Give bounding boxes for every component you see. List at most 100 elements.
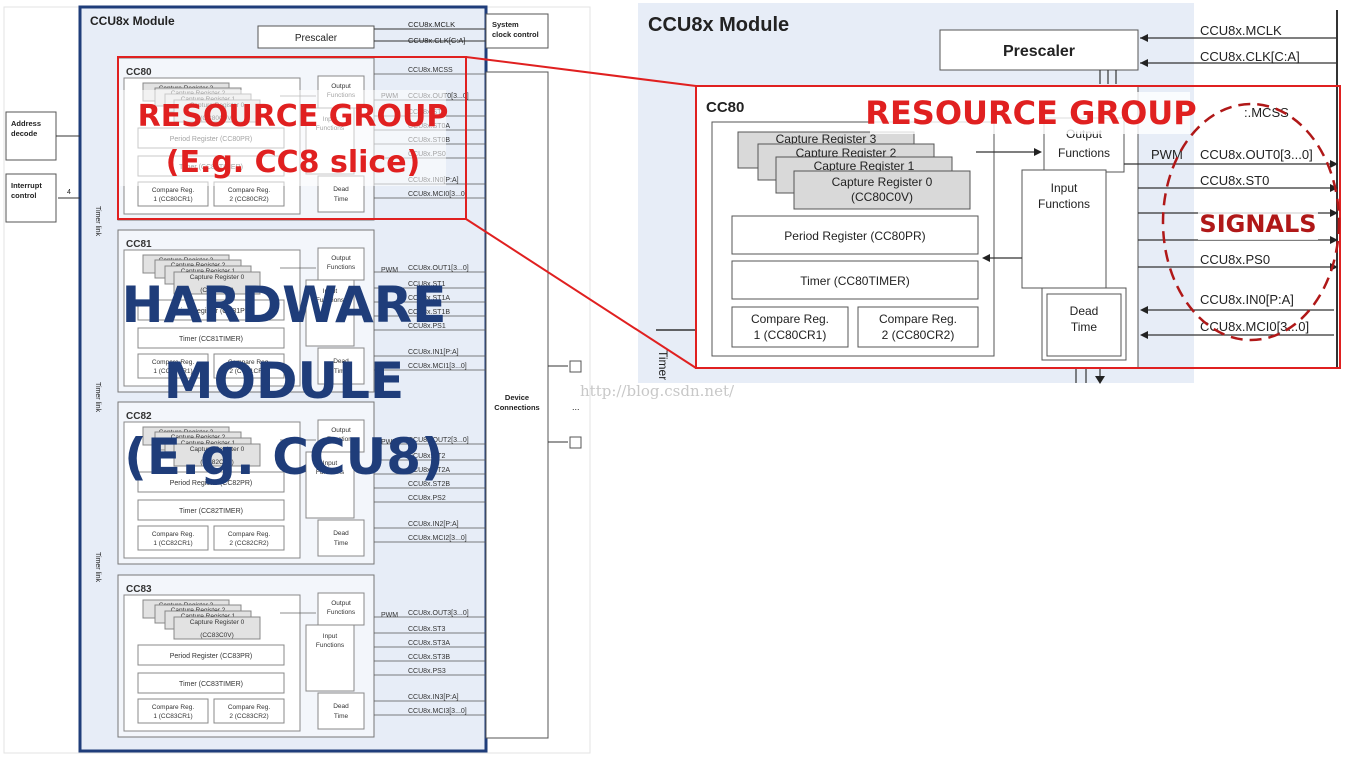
compare-reg-1-box <box>137 525 209 551</box>
resource-group-label-right: RESOURCE GROUP <box>865 94 1196 132</box>
compare-reg-2-label: 2 (CC83CR2) <box>229 713 268 720</box>
compare-reg-2-label: 2 (CC80CR2) <box>229 196 268 203</box>
period-register-label: Period Register (CC81PR) <box>170 308 252 315</box>
zoom-pwm-label: PWM <box>1151 147 1183 162</box>
timer-label: Timer (CC81TIMER) <box>179 336 243 343</box>
device-connections-label: Connections <box>494 403 539 412</box>
pwm-label: PWM <box>381 439 398 446</box>
zoom-signal: CCU8x.OUT0[3...0] <box>1200 147 1313 162</box>
hardware-module-label: HARDWARE <box>122 276 447 334</box>
zoom-connector-line <box>465 56 697 87</box>
right-diagram: CCU8x Module Prescaler CCU8x.MCLK CCU8x.… <box>638 3 1344 384</box>
compare-reg-2-label: 2 (CC82CR2) <box>229 540 268 547</box>
zoom-compare-reg-2: Compare Reg. <box>879 312 957 326</box>
compare-reg-1-label: Compare Reg. <box>152 187 194 194</box>
zoom-clock-signal: CCU8x.CLK[C:A] <box>1200 49 1300 64</box>
zoom-compare-reg-1: Compare Reg. <box>751 312 829 326</box>
hardware-module-example: (E.g. CCU8) <box>124 428 444 486</box>
clock-signal: CCU8x.MCLK <box>408 20 455 29</box>
zoom-connector-line <box>465 218 697 369</box>
signal-label: CCU8x.IN3[P:A] <box>408 694 459 701</box>
signal-label: CCU8x.PS3 <box>408 668 446 675</box>
timer-label: Timer (CC82TIMER) <box>179 508 243 515</box>
prescaler-label: Prescaler <box>295 33 338 44</box>
capture-register-box <box>173 616 261 640</box>
input-functions-label: Input <box>323 460 338 467</box>
compare-reg-2-label: 2 (CC81CR2) <box>229 368 268 375</box>
zoom-prescaler-label: Prescaler <box>1003 43 1075 60</box>
capture-register-label: Capture Register 0 <box>190 446 245 453</box>
signal-label: CCU8x.MCI1[3...0] <box>408 363 467 370</box>
signal-label: CCU8x.IN2[P:A] <box>408 521 459 528</box>
compare-reg-1-box <box>137 353 209 379</box>
signal-label: CCU8x.IN1[P:A] <box>408 349 459 356</box>
pwm-label: PWM <box>381 267 398 274</box>
capture-register-label: (CC83C0V) <box>200 632 234 639</box>
zoom-clock-signal: CCU8x.MCLK <box>1200 23 1282 38</box>
signal-label: CCU8x.MCI2[3...0] <box>408 535 467 542</box>
signal-label: CCU8x.ST3B <box>408 654 450 661</box>
timer-link-label: Timer link <box>94 382 101 413</box>
compare-reg-2-label: Compare Reg. <box>228 187 270 194</box>
period-register-label: Period Register (CC82PR) <box>170 480 252 487</box>
capture-register-label: Capture Register 0 <box>190 619 245 626</box>
input-functions-box <box>305 279 355 347</box>
capture-register-label: (CC82C0V) <box>200 459 234 466</box>
timer-box <box>137 499 285 521</box>
dead-time-label: Time <box>334 713 349 720</box>
signal-label: CCU8x.ST2A <box>408 467 450 474</box>
capture-register-label: (CC81C0V) <box>200 287 234 294</box>
signal-label: CCU8x.OUT3[3...0] <box>408 610 469 617</box>
interrupt-control-label: control <box>11 191 36 200</box>
zoom-signal: CCU8x.MCI0[3...0] <box>1200 319 1309 334</box>
zoom-input-functions: Input <box>1051 181 1078 195</box>
zoom-module-title: CCU8x Module <box>648 14 789 36</box>
period-register-box <box>137 471 285 493</box>
zoom-timer-link: Timer <box>656 350 670 380</box>
address-decode-label: Address <box>11 119 41 128</box>
interrupt-control-label: Interrupt <box>11 181 42 190</box>
dead-time-box <box>317 347 365 385</box>
compare-reg-1-label: Compare Reg. <box>152 359 194 366</box>
signal-label: CCU8x.MCI0[3...0] <box>408 191 467 198</box>
interrupt-count: 4 <box>67 189 71 196</box>
input-functions-label: Input <box>323 633 338 640</box>
annotations: RESOURCE GROUP (E.g. CC8 slice) RESOURCE… <box>117 56 1341 486</box>
zoom-compare-reg-1: 1 (CC80CR1) <box>754 328 827 342</box>
compare-reg-1-label: 1 (CC83CR1) <box>153 713 192 720</box>
output-functions-label: Output <box>331 600 351 607</box>
signal-label: CCU8x.PS1 <box>408 323 446 330</box>
dead-time-label: Time <box>334 368 349 375</box>
system-clock-label: System <box>492 20 519 29</box>
compare-reg-2-box <box>213 698 285 724</box>
period-register-label: Period Register (CC83PR) <box>170 653 252 660</box>
resource-group-example-left: (E.g. CC8 slice) <box>166 145 421 180</box>
zoom-signal: CCU8x.IN0[P:A] <box>1200 292 1294 307</box>
zoom-dead-time: Time <box>1071 320 1098 334</box>
dots: ... <box>572 402 580 412</box>
output-functions-label: Functions <box>327 436 356 443</box>
signal-label: CCU8x.PS2 <box>408 495 446 502</box>
output-functions-label: Output <box>331 427 351 434</box>
compare-reg-2-label: Compare Reg. <box>228 359 270 366</box>
zoom-slice-name: CC80 <box>706 99 744 116</box>
output-functions-label: Functions <box>327 264 356 271</box>
signal-label: CCU8x.OUT2[3...0] <box>408 437 469 444</box>
input-functions-label: Functions <box>316 642 345 649</box>
input-functions-box <box>305 451 355 519</box>
compare-reg-1-label: 1 (CC80CR1) <box>153 196 192 203</box>
compare-reg-2-box <box>213 525 285 551</box>
zoom-period-register: Period Register (CC80PR) <box>784 229 925 243</box>
signal-label: CCU8x.OUT1[3...0] <box>408 265 469 272</box>
signal-label: CCU8x.ST1A <box>408 295 450 302</box>
input-functions-box <box>305 624 355 692</box>
zoom-timer: Timer (CC80TIMER) <box>800 274 910 288</box>
output-functions-label: Functions <box>327 609 356 616</box>
compare-reg-1-label: Compare Reg. <box>152 531 194 538</box>
signal-label: CCU8x.ST1B <box>408 309 450 316</box>
dead-time-label: Dead <box>333 186 349 193</box>
resource-group-label-left: RESOURCE GROUP <box>138 99 449 134</box>
period-register-box <box>137 644 285 666</box>
signal-label: CCU8x.ST2 <box>408 453 445 460</box>
compare-reg-2-label: Compare Reg. <box>228 531 270 538</box>
